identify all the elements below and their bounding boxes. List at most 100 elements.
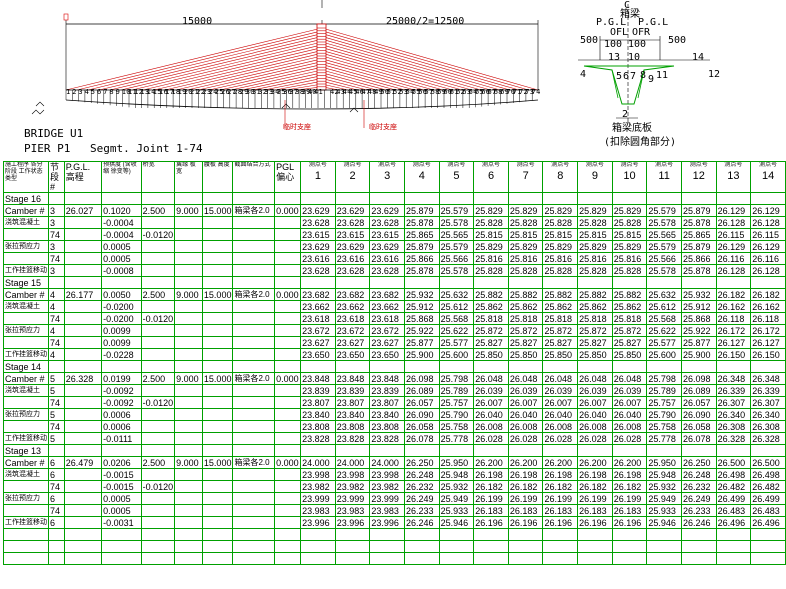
table-cell [507,528,544,541]
table-cell: 23.627 [369,336,405,349]
table-cell [611,528,648,541]
table-cell [232,504,276,517]
table-row [3,540,786,553]
table-cell [140,276,176,289]
table-cell [201,300,234,313]
table-cell: 24.000 [334,456,371,469]
table-cell: 25.815 [507,228,544,241]
table-cell [577,276,613,289]
table-cell: 23.650 [369,348,405,361]
table-cell [369,276,405,289]
table-cell: 25.900 [403,348,440,361]
table-cell [274,468,302,481]
joint-number: 36 [283,88,293,96]
joint-number: 46 [355,88,365,96]
table-cell: 25.879 [403,204,440,217]
table-cell: 26.150 [715,348,752,361]
table-cell: 9.000 [174,372,203,385]
table-cell: 25.932 [680,288,717,301]
table-cell: 26.182 [473,480,509,493]
header-sub-label: 测点号 [447,162,466,169]
table-cell: -0.0228 [101,348,142,361]
joint-number: 55 [411,88,421,96]
table-cell: 25.778 [646,432,682,445]
table-cell: 0.0005 [101,252,142,265]
table-cell [232,408,276,421]
table-cell: 箱梁各2.0 [232,372,276,385]
table-cell: 26.040 [577,408,613,421]
header-sub-label: 测点号 [724,162,743,169]
table-cell: 26.129 [715,240,752,253]
table-cell [101,444,142,457]
table-cell: 23.662 [300,300,336,313]
table-cell: 26.183 [611,504,648,517]
table-cell [232,528,276,541]
table-cell: 26.040 [542,408,579,421]
table-cell [274,228,302,241]
table-cell: 5 [48,372,65,385]
table-cell: 26.348 [715,372,752,385]
ofr-label: OFR [632,27,651,38]
table-cell: 26.496 [715,516,752,529]
table-cell: 23.839 [300,384,336,397]
table-cell: Stage 15 [3,276,49,289]
table-cell [63,528,103,541]
joint-number: 61 [449,88,459,96]
table-cell: 26.058 [403,420,440,433]
table-cell: 23.840 [334,408,371,421]
joint-number: 73 [525,88,535,96]
table-cell [3,552,49,565]
header-label: PGL 偏心 [276,162,295,183]
table-cell: 25.862 [473,300,509,313]
pt-10: 10 [628,52,641,63]
dim-right-label: 25000/2=12500 [386,16,465,27]
table-cell: 25.828 [577,216,613,229]
table-cell [232,252,276,265]
table-cell: 26.500 [715,456,752,469]
table-cell [577,360,613,373]
table-cell [140,444,176,457]
table-cell: 25.829 [577,240,613,253]
table-cell [274,300,302,313]
table-cell: 24.000 [369,456,405,469]
joint-number: 15 [152,88,162,96]
cable-elevation-drawing [31,0,539,128]
table-cell [201,264,234,277]
table-cell: 25.946 [646,516,682,529]
table-cell: 25.850 [577,348,613,361]
table-cell: 工作挂篮移动 [3,516,49,529]
table-cell [300,276,336,289]
table-cell: -0.0120 [140,228,176,241]
table-cell: 23.999 [300,492,336,505]
table-cell: 工作挂篮移动 [3,348,49,361]
joint-number: 38 [295,88,305,96]
table-cell: 26.040 [611,408,648,421]
table-cell: 26.182 [715,288,752,301]
table-cell: 0.000 [274,204,302,217]
table-cell [63,396,103,409]
table-cell: 23.628 [334,216,371,229]
table-cell [140,516,176,529]
table-cell [3,396,49,409]
table-header-row: 施工程序 各分阶段 工作状态类型节段 #P.G.L. 高程预拱度 (含收缩 徐变… [3,161,786,193]
table-cell [201,228,234,241]
joint-number: 39 [301,88,311,96]
table-cell [403,192,440,205]
dim-100-right: 100 [628,39,647,50]
table-cell: 23.996 [369,516,405,529]
table-cell [369,552,405,565]
joint-number: 14 [146,88,156,96]
table-cell: 25.818 [473,312,509,325]
table-cell: 26.118 [750,312,786,325]
pt-9: 9 [648,74,655,85]
joint-number: 68 [493,88,503,96]
table-cell: 26.340 [715,408,752,421]
table-header-cell: 腹板 高度 [201,161,234,193]
table-cell: 25.912 [680,300,717,313]
